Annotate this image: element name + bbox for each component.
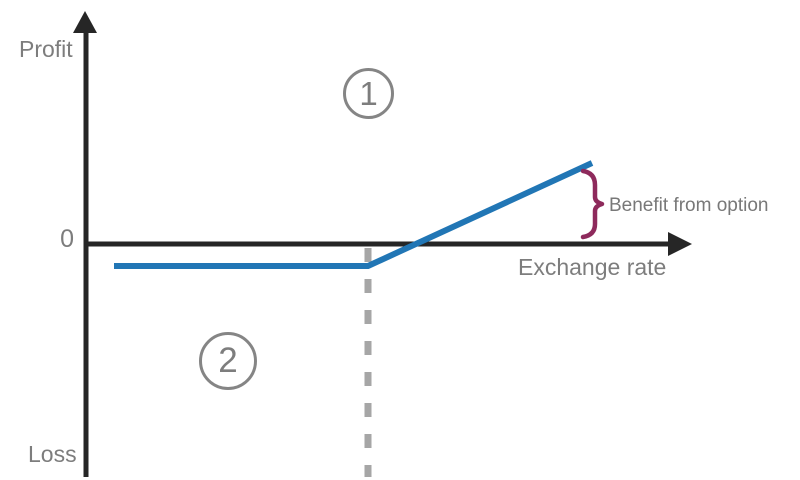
region-marker-1-number: 1 <box>359 74 378 112</box>
y-axis-arrow-icon <box>73 11 97 33</box>
payoff-line <box>114 160 594 269</box>
y-axis-label-loss: Loss <box>28 441 77 467</box>
x-axis-arrow-icon <box>668 232 692 256</box>
benefit-annotation-label: Benefit from option <box>609 195 769 216</box>
origin-zero-label: 0 <box>60 225 74 253</box>
benefit-brace-icon <box>580 168 605 240</box>
region-marker-2-number: 2 <box>218 341 238 380</box>
region-marker-2: 2 <box>199 332 257 390</box>
region-marker-1: 1 <box>343 68 394 119</box>
x-axis-label: Exchange rate <box>518 254 667 280</box>
y-axis-label-profit: Profit <box>19 36 73 62</box>
